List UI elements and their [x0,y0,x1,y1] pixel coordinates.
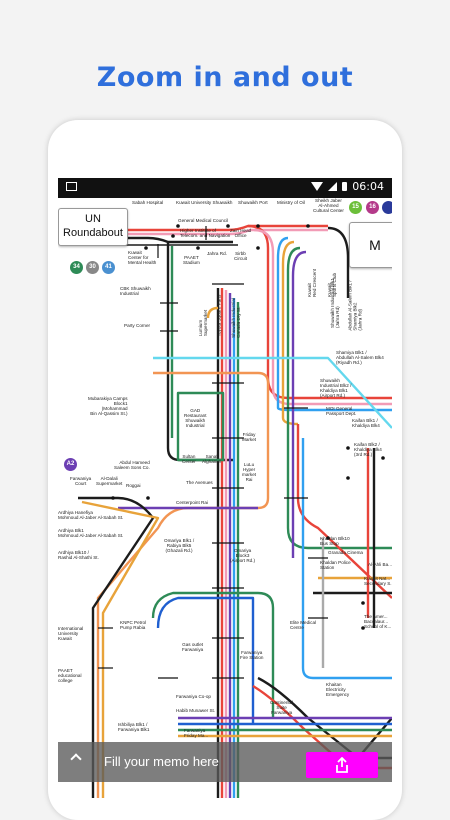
station-label[interactable]: Zain Head Office [230,228,252,238]
station-label[interactable]: KNPC Petrol Pump Rabia [120,620,147,630]
station-label[interactable]: Shuwaikh Port [238,200,268,205]
station-label[interactable]: Ministry of Oil [277,200,305,205]
station-label[interactable]: Kuwait Center for Mental Health [128,250,157,265]
station-label[interactable]: Al-Ahli Ba... [368,562,392,567]
line-badge-a2[interactable]: A2 [64,458,77,471]
station-label[interactable]: General Medical Council [178,218,229,223]
metro-map[interactable]: UN Roundabout M 34 30 41 15 16 A2 Sabah … [58,198,392,800]
station-label[interactable]: CBK Shuwaikh Industrial [120,286,151,296]
phone-screen: 06:04 [58,178,392,800]
station-label[interactable]: Roggai [126,483,141,488]
station-label[interactable]: Lumium Supermarket [198,309,209,337]
station-label[interactable]: Habib Munawer St. [176,708,216,713]
wifi-icon [311,182,324,191]
status-right: 06:04 [311,180,384,193]
station-label[interactable]: Continental Suite Farwaniya [270,700,294,715]
station-label[interactable]: Khaldan Police Station [320,560,351,570]
station-label[interactable]: The Avenues [186,480,213,485]
headline: Zoom in and out [96,62,354,93]
station-label[interactable]: PAAET Stadium [183,255,200,265]
chevron-up-icon[interactable] [70,753,82,765]
station-label[interactable]: Abdul Hameed Saleem Sons Co. [114,460,150,470]
station-label[interactable]: Friday Market [242,432,257,442]
line-badge-34[interactable]: 34 [70,261,83,274]
station-label[interactable]: Sultan Center [182,454,196,464]
metro-lines [58,224,392,798]
station-label[interactable]: Ardhiya Blk10 / Rashid Al-Shathi St. [58,550,99,560]
station-label[interactable]: Party Corner [124,323,151,328]
station-label[interactable]: Khaldan Blk10 Bus Stop [320,536,350,546]
station-label[interactable]: GAD Restaurant Shuwaikh Industrial [184,408,207,428]
station-label[interactable]: Kuwait University Shuwaikh [176,200,233,205]
station-label[interactable]: Centerpoint Rai [176,500,208,505]
signal-icon [328,182,338,191]
station-label[interactable]: Kaifan Blk2 / Khaldiya Blk4 (3rd Rd.) [354,442,382,457]
image-icon [66,182,77,191]
station-label[interactable]: Mubarakiya Camps Block1 (Mohammad Bin Al… [88,396,128,416]
station-label[interactable]: Kaifan Blk1 / Khaldiya Blk4 [352,418,380,428]
status-time: 06:04 [352,180,384,193]
station-label[interactable]: Toyota Square Parts [216,294,222,337]
memo-input[interactable]: Fill your memo here [104,754,219,769]
station-label[interactable]: Sabah Hospital [132,200,164,205]
line-badge-16[interactable]: 16 [366,201,379,214]
station-label[interactable]: Sanaf Alghanim [202,454,222,464]
un-roundabout-callout[interactable]: UN Roundabout [58,208,128,246]
memo-bar: Fill your memo here [58,742,392,782]
station-label[interactable]: Farwaniya Co-op [176,694,211,699]
station-label[interactable]: Shamiya Blk1 / Abdullah Al-Salem Blk4 (R… [336,350,384,365]
line-badge-41[interactable]: 41 [102,261,115,274]
battery-icon [342,182,348,191]
station-label[interactable]: Granada Cinema [328,550,363,555]
station-label[interactable]: Ardhiya Hanefiya Mohmoud Al-Jaber Al-Sab… [58,510,124,520]
station-label[interactable]: International University Kuwait [58,626,84,641]
station-label[interactable]: Gas outlet Farwaniya [182,642,204,652]
station-label[interactable]: LuLu Hyper market Rai [242,462,257,482]
station-label[interactable]: Elite Medical Centre [290,620,317,630]
line-badge-15[interactable]: 15 [349,201,362,214]
station-label[interactable]: Farwaniya Fire Station [240,650,264,660]
station-label[interactable]: Omariya Block3 (Airport Rd.) [230,548,256,563]
station-label[interactable]: MOI General Passport Dept. [326,406,357,416]
station-label[interactable]: Farwaniya Court [70,476,92,486]
station-label[interactable]: Shuwaikh Industrial Blk2 / Khaldiya Blk1… [320,378,352,398]
line-badge-30[interactable]: 30 [86,261,99,274]
station-label[interactable]: Higher Institute of Telecom. and Navigat… [180,228,231,238]
station-label[interactable]: Ishbiliya Blk1 / Farwaniya Blk1 [118,722,150,732]
station-label[interactable]: Khaitan Electricity Emergency [326,682,350,697]
station-label[interactable]: Farwaniya Friday Ma... [184,728,209,738]
station-label[interactable]: Shuwaikh Industrial Blk1 (Jahra Rd) [330,277,341,329]
station-label[interactable]: Sheikh Jaber Al-Ahmed Cultural Center [313,198,344,213]
station-label[interactable]: Kuwait Nat... Secondary S... [364,576,392,586]
status-bar: 06:04 [58,178,392,198]
station-label[interactable]: Kuwait Red Crescent [307,268,318,298]
station-callout-right[interactable]: M [349,222,392,268]
share-icon [336,757,348,773]
station-label[interactable]: PAAET educational college [58,668,82,683]
station-label[interactable]: Jahra Rd. [207,251,227,256]
station-label[interactable]: Abdullah Al-Salem Blk1 / Shamiya Blk2 (J… [347,280,363,331]
station-label[interactable]: The Amer... Baccalaur... School of K... [364,614,392,629]
station-label[interactable]: Shuwaikh Industrial Canada Dry St. [230,298,241,338]
share-button[interactable] [306,752,378,778]
station-label[interactable]: Ardhiya Blk1 Mohmoud Al-Jaber Al-Sabah S… [58,528,124,538]
station-label[interactable]: Al-Dalali Supermarket [96,476,123,486]
line-badge-extra[interactable] [382,201,392,214]
station-label[interactable]: Sirbb Circuit [234,251,248,261]
station-label[interactable]: Omariya Blk1 / Rabiya Blk5 (Ghazali Rd.) [164,538,195,553]
